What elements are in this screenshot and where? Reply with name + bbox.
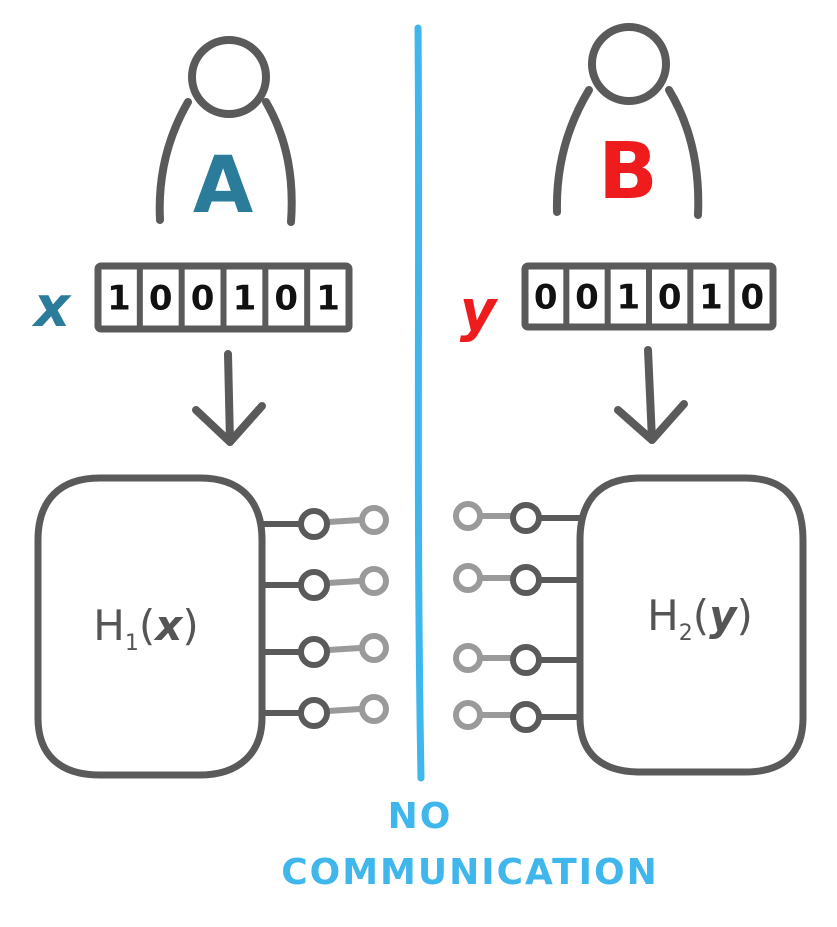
output-wire-a-3 — [259, 694, 389, 729]
x-bit-4: 0 — [274, 279, 298, 319]
caption-line-1: NO — [388, 796, 453, 837]
x-bit-3: 1 — [233, 279, 257, 319]
wire-node-icon — [298, 697, 330, 729]
wire-node-icon — [359, 694, 389, 724]
divider-line — [414, 24, 425, 782]
x-bit-0: 1 — [107, 279, 131, 319]
output-wire-a-0 — [259, 505, 389, 540]
wire-node-icon — [298, 508, 330, 540]
input-var-x: x — [31, 275, 72, 340]
input-var-y: y — [460, 279, 499, 344]
x-bit-1: 0 — [149, 279, 173, 319]
y-bit-4: 1 — [699, 278, 723, 318]
arrow-down-icon — [192, 350, 266, 446]
wire-node-icon — [298, 636, 330, 668]
x-bit-5: 1 — [316, 279, 340, 319]
output-wire-b-3 — [453, 700, 583, 733]
y-bit-5: 0 — [740, 278, 764, 318]
output-wire-b-0 — [453, 501, 583, 534]
function-h1-label: H1(x) — [93, 601, 198, 656]
wire-node-icon — [510, 564, 542, 596]
y-bit-3: 0 — [658, 278, 682, 318]
wire-node-icon — [510, 644, 542, 676]
output-wires-b — [453, 501, 583, 733]
x-bit-2: 0 — [191, 279, 215, 319]
wire-node-icon — [359, 633, 389, 663]
y-bit-0: 0 — [534, 278, 558, 318]
wire-node-icon — [359, 505, 389, 535]
wire-node-icon — [510, 701, 542, 733]
output-wire-b-1 — [453, 563, 583, 596]
no-communication-caption: NO COMMUNICATION — [281, 796, 659, 893]
y-bit-2: 1 — [616, 278, 640, 318]
output-wire-a-1 — [259, 566, 389, 601]
person-b-icon — [552, 23, 703, 219]
wire-node-icon — [453, 700, 483, 730]
wire-node-icon — [359, 566, 389, 596]
wire-node-icon — [298, 569, 330, 601]
party-b-label: B — [598, 127, 657, 217]
function-h2-label: H2(y) — [647, 591, 753, 646]
output-wire-a-2 — [259, 633, 389, 668]
wire-node-icon — [453, 643, 483, 673]
y-bit-1: 0 — [575, 278, 599, 318]
wire-node-icon — [453, 563, 483, 593]
arrow-down-icon — [614, 346, 688, 444]
wire-node-icon — [510, 502, 542, 534]
function-box-h2: H2(y) — [576, 474, 807, 776]
output-wires-a — [259, 505, 389, 729]
caption-line-2: COMMUNICATION — [281, 852, 659, 893]
function-box-h1: H1(x) — [34, 474, 266, 779]
party-a-label: A — [193, 141, 253, 231]
output-wire-b-2 — [453, 643, 583, 676]
wire-node-icon — [453, 501, 483, 531]
person-a-icon — [155, 36, 296, 226]
